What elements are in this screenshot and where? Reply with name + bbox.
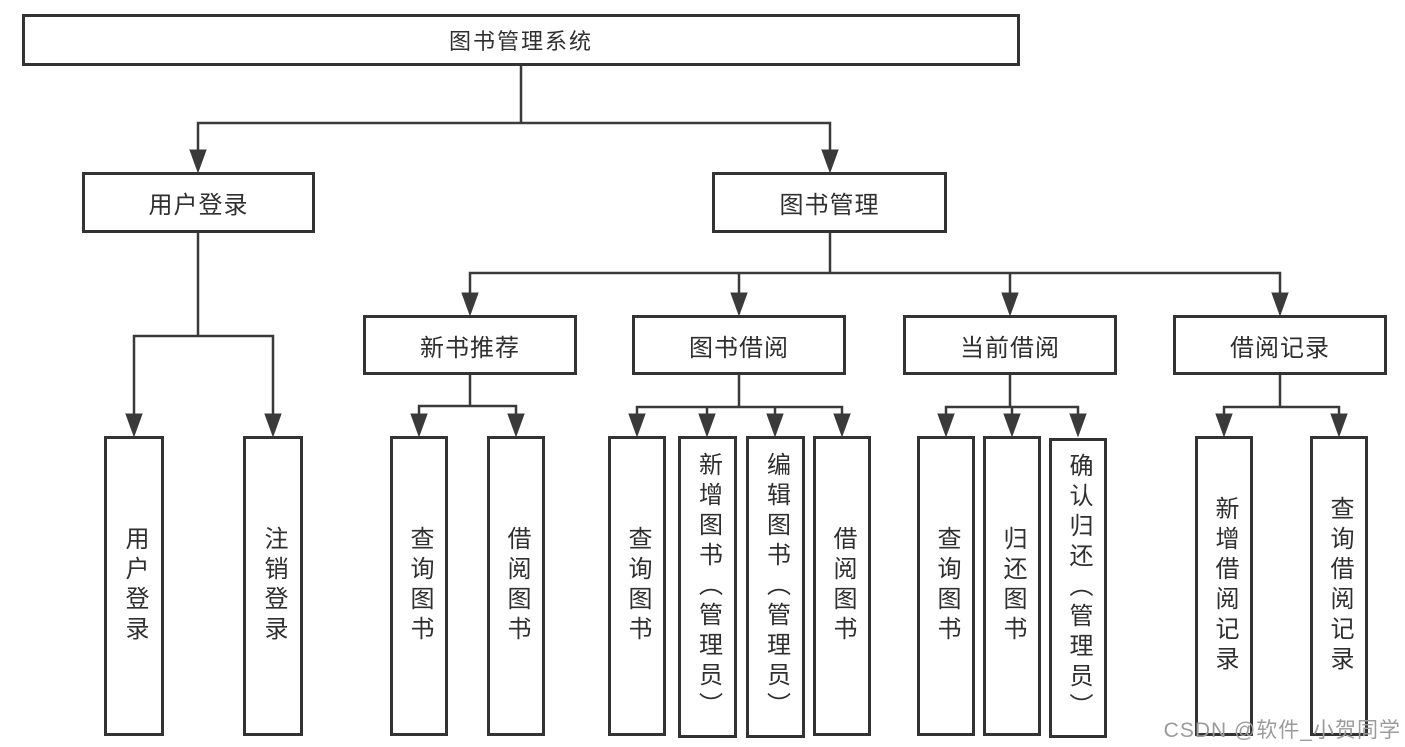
leaf-edit-book-admin: 编辑图书（管理员） (746, 436, 805, 738)
leaf-return-book: 归还图书 (983, 436, 1041, 736)
leaf-query-books-current: 查询图书 (917, 436, 975, 736)
leaf-label: 确认归还（管理员） (1065, 453, 1092, 723)
leaf-label: 查询借阅记录 (1326, 496, 1353, 676)
leaf-label: 编辑图书（管理员） (762, 452, 790, 722)
leaf-label: 查询图书 (406, 526, 433, 646)
leaf-label: 借阅图书 (503, 526, 530, 646)
leaf-borrow-books-2: 借阅图书 (813, 436, 871, 736)
node-root: 图书管理系统 (22, 14, 1020, 66)
leaf-add-book-admin: 新增图书（管理员） (678, 436, 737, 738)
node-user-login: 用户登录 (82, 172, 315, 233)
leaf-label: 归还图书 (999, 526, 1026, 646)
leaf-label: 新增借阅记录 (1211, 496, 1238, 676)
leaf-label: 注销登录 (260, 526, 287, 646)
leaf-label: 新增图书（管理员） (694, 452, 722, 722)
node-book-management: 图书管理 (712, 172, 947, 233)
leaf-logout: 注销登录 (243, 436, 303, 736)
leaf-label: 查询图书 (933, 526, 960, 646)
leaf-label: 查询图书 (624, 526, 651, 646)
leaf-query-books-borrow: 查询图书 (608, 436, 666, 736)
leaf-label: 用户登录 (121, 526, 148, 646)
node-new-book-recommend: 新书推荐 (363, 315, 577, 375)
node-borrow-records: 借阅记录 (1173, 315, 1387, 375)
leaf-label: 借阅图书 (829, 526, 856, 646)
leaf-confirm-return-admin: 确认归还（管理员） (1049, 438, 1107, 738)
leaf-add-borrow-record: 新增借阅记录 (1195, 436, 1253, 736)
leaf-user-login: 用户登录 (104, 436, 164, 736)
node-current-borrow: 当前借阅 (903, 315, 1117, 375)
leaf-query-books-recommend: 查询图书 (390, 436, 448, 736)
node-book-borrow: 图书借阅 (632, 315, 846, 375)
leaf-query-borrow-record: 查询借阅记录 (1310, 436, 1368, 736)
leaf-borrow-books-recommend: 借阅图书 (487, 436, 545, 736)
